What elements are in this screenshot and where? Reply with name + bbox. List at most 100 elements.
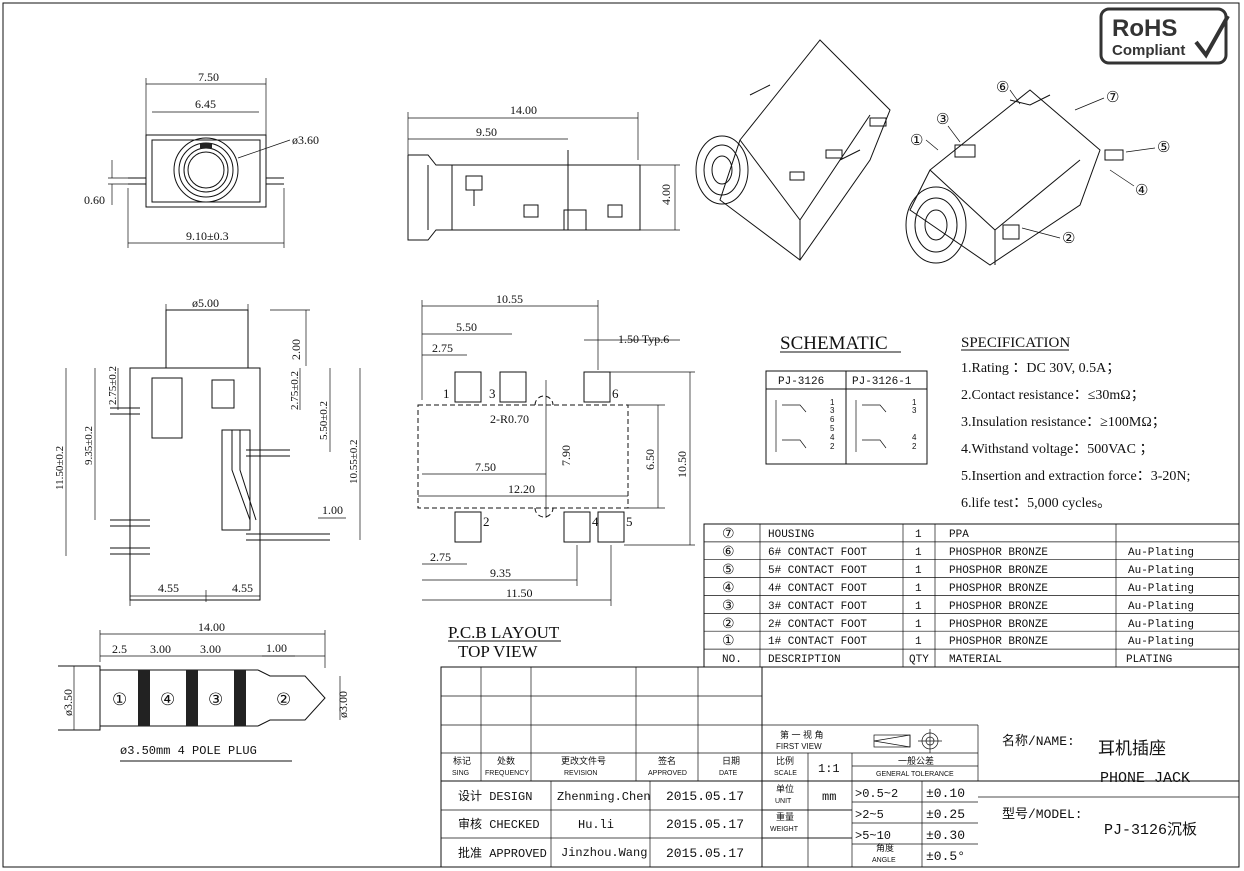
- tb-tol-range-3: >5~10: [855, 829, 891, 843]
- pcb-title: P.C.B LAYOUT: [448, 623, 560, 642]
- tb-design-date: 2015.05.17: [666, 789, 744, 804]
- spec-line-4: 4.Withstand voltage：500VAC ；: [961, 442, 1153, 457]
- bom-desc-7: HOUSING: [768, 529, 814, 541]
- plug-dim-300b: 3.00: [200, 642, 221, 656]
- plug-dim-total: 14.00: [198, 620, 225, 634]
- bom-header-plating: PLATING: [1126, 654, 1172, 666]
- rohs-logo: RoHS Compliant: [1099, 7, 1230, 65]
- tb-scale-cn: 比例: [776, 755, 794, 766]
- bom-qty-5: 1: [915, 565, 922, 577]
- pv-dim-100: 1.00: [322, 503, 343, 517]
- pcb-dim-275b: 2.75: [430, 550, 451, 564]
- bom-desc-2: 2# CONTACT FOOT: [768, 619, 867, 631]
- bom-desc-1: 1# CONTACT FOOT: [768, 636, 867, 648]
- iso-callout-3: ③: [936, 112, 949, 128]
- bom-desc-4: 4# CONTACT FOOT: [768, 583, 867, 595]
- sv-dim-partial: 9.50: [476, 125, 497, 139]
- tb-model-label: 型号/MODEL:: [1002, 807, 1083, 822]
- tb-approved-label: 批准 APPROVED: [458, 845, 547, 861]
- bom-mat-1: PHOSPHOR BRONZE: [949, 636, 1048, 648]
- pcb-dim-275: 2.75: [432, 341, 453, 355]
- bom-no-1: ①: [722, 634, 735, 649]
- pcb-dim-1220: 12.20: [508, 482, 535, 496]
- side-view: 14.00 9.50 4.00: [407, 103, 680, 241]
- schematic-col1: PJ-3126: [778, 376, 824, 388]
- bom-mat-2: PHOSPHOR BRONZE: [949, 619, 1048, 631]
- tb-h-rev-en: REVISION: [564, 770, 597, 777]
- svg-text:6: 6: [830, 415, 835, 424]
- plug-label-4: ④: [160, 690, 175, 709]
- svg-text:2: 2: [912, 442, 917, 451]
- bom-mat-3: PHOSPHOR BRONZE: [949, 601, 1048, 613]
- tb-h-sign-en: SING: [452, 770, 469, 777]
- bom-header-qty: QTY: [909, 654, 929, 666]
- tb-h-appr-en: APPROVED: [648, 770, 687, 777]
- pcb-subtitle: TOP VIEW: [458, 642, 538, 661]
- tb-angle-cn: 角度: [876, 842, 894, 853]
- tb-h-date-cn: 日期: [722, 756, 740, 766]
- bom-mat-6: PHOSPHOR BRONZE: [949, 547, 1048, 559]
- bom-no-2: ②: [722, 617, 735, 632]
- specification: SPECIFICATION 1.Rating ：DC 30V, 0.5A； 2.…: [961, 335, 1190, 511]
- pv-dim-200: 2.00: [289, 339, 303, 360]
- iso-callout-2: ②: [1062, 231, 1075, 247]
- rohs-line1: RoHS: [1112, 15, 1177, 42]
- tb-h-sign-cn: 标记: [453, 755, 471, 766]
- bom-header-no: NO.: [722, 654, 742, 666]
- iso-callout-7: ⑦: [1106, 90, 1119, 106]
- tb-checked-label: 审核 CHECKED: [458, 816, 540, 832]
- iso-callout-6: ⑥: [996, 80, 1009, 96]
- pcb-dim-150: 1.50 Typ.6: [618, 332, 669, 346]
- bom-qty-1: 1: [915, 636, 922, 648]
- bom-mat-4: PHOSPHOR BRONZE: [949, 583, 1048, 595]
- plug-drawing: 14.00 2.5 3.00 3.00 1.00 ø3.50 ø3.00 ① ④…: [58, 620, 350, 762]
- tb-tol-val-2: ±0.25: [926, 807, 965, 822]
- bom-plating-2: Au-Plating: [1128, 619, 1194, 631]
- bom-plating-5: Au-Plating: [1128, 565, 1194, 577]
- iso-view-plain: [695, 39, 891, 261]
- tb-h-appr-cn: 签名: [658, 755, 676, 766]
- pv-dim-1150: 11.50±0.2: [54, 446, 66, 490]
- bom-no-6: ⑥: [722, 545, 735, 560]
- schematic: SCHEMATIC PJ-3126 PJ-3126-1 136 542 13 4…: [765, 333, 928, 465]
- pv-dim-top: ø5.00: [192, 296, 219, 310]
- pcb-dim-1150: 11.50: [506, 586, 533, 600]
- tb-tol-cn: 一般公差: [898, 755, 934, 766]
- sv-dim-total: 14.00: [510, 103, 537, 117]
- bom-mat-7: PPA: [949, 529, 969, 541]
- spec-line-3: 3.Insulation resistance：≥100MΩ；: [961, 415, 1166, 430]
- title-block: 标记 SING 处数 FREQUENCY 更改文件号 REVISION 签名 A…: [440, 666, 1240, 868]
- pv-dim-455b: 4.55: [232, 581, 253, 595]
- tb-h-freq-en: FREQUENCY: [485, 770, 529, 777]
- plug-dim-d1: ø3.50: [61, 689, 75, 716]
- tb-scale-en: SCALE: [774, 770, 797, 777]
- plug-dim-300a: 3.00: [150, 642, 171, 656]
- fv-dim-inner: 6.45: [195, 97, 216, 111]
- spec-line-2: 2.Contact resistance：≤30mΩ；: [961, 388, 1145, 403]
- svg-text:1: 1: [830, 398, 835, 407]
- fv-dim-left: 0.60: [84, 193, 105, 207]
- pv-dim-1055: 10.55±0.2: [348, 439, 360, 484]
- tb-scale-val: 1:1: [818, 762, 840, 776]
- pcb-dim-1050: 10.50: [675, 451, 689, 478]
- svg-text:4: 4: [912, 433, 917, 442]
- bom-qty-3: 1: [915, 601, 922, 613]
- pv-dim-455a: 4.55: [158, 581, 179, 595]
- bom-plating-4: Au-Plating: [1128, 583, 1194, 595]
- tb-tol-val-1: ±0.10: [926, 786, 965, 801]
- pcb-dim-790: 7.90: [559, 445, 573, 466]
- plug-caption: ø3.50mm 4 POLE PLUG: [120, 744, 257, 758]
- tb-design-label: 设计 DESIGN: [458, 789, 532, 804]
- tb-unit-cn: 单位: [776, 783, 794, 794]
- bom-qty-2: 1: [915, 619, 922, 631]
- bom-no-7: ⑦: [722, 527, 735, 542]
- pv-dim-275b: 2.75±0.2: [289, 371, 301, 410]
- plug-label-2: ②: [276, 690, 291, 709]
- pcb-pad-1: 1: [443, 386, 450, 401]
- tb-tol-range-1: >0.5~2: [855, 787, 898, 801]
- spec-line-5: 5.Insertion and extraction force：3-20N;: [961, 469, 1190, 484]
- bom-table: ⑦ HOUSING 1 PPA ⑥ 6# CONTACT FOOT 1 PHOS…: [703, 523, 1240, 668]
- bom-desc-3: 3# CONTACT FOOT: [768, 601, 867, 613]
- bom-no-3: ③: [722, 599, 735, 614]
- plug-dim-25: 2.5: [112, 642, 127, 656]
